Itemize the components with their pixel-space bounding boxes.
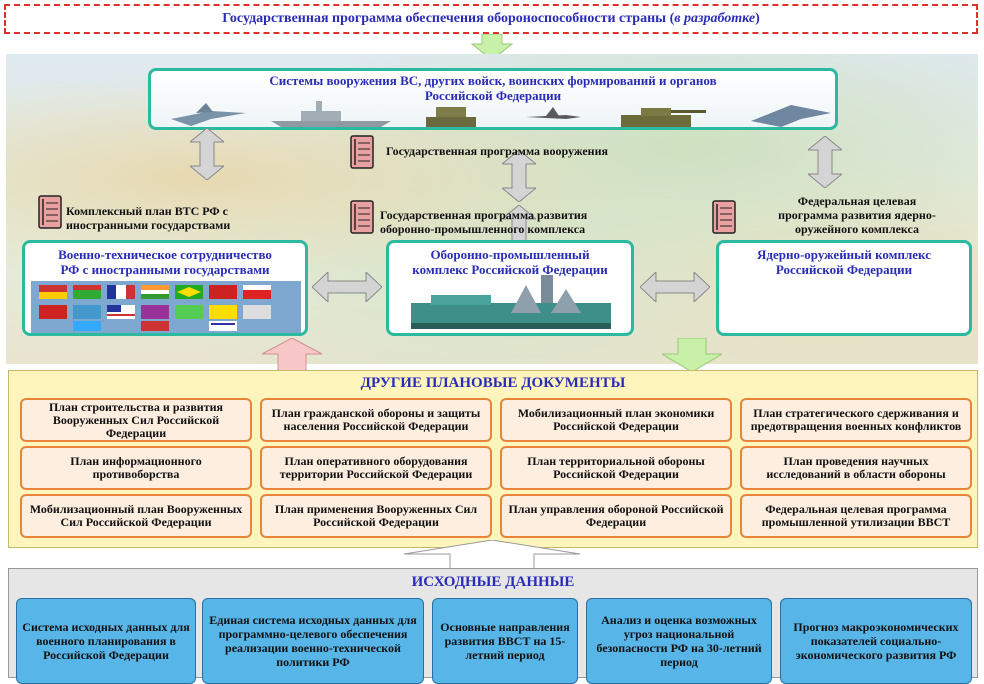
missile-system-icon	[426, 107, 476, 127]
vts-title-1: Военно-техническое сотрудничество	[58, 247, 272, 262]
white-up-arrow	[404, 540, 580, 570]
banner-italic: в разработке	[674, 11, 756, 26]
label-opk-program-1: Государственная программа развития	[380, 208, 588, 222]
label-vts-plan: Комплексный план ВТС РФ с иностранными г…	[66, 204, 230, 232]
plan-item: План информационного противоборства	[20, 446, 252, 490]
plan-item: План стратегического сдерживания и предо…	[740, 398, 972, 442]
book-icon	[38, 195, 62, 229]
green-down-arrow-mid	[662, 338, 722, 372]
book-icon	[350, 135, 374, 169]
label-vts-plan-1: Комплексный план ВТС РФ с	[66, 204, 228, 218]
fighter-icon	[751, 105, 831, 127]
program-banner: Государственная программа обеспечения об…	[4, 4, 978, 34]
weapons-title-1: Системы вооружения ВС, других войск, вои…	[269, 73, 717, 88]
label-opk-program-2: оборонно-промышленного комплекса	[380, 222, 586, 236]
book-icon	[350, 200, 374, 234]
plane-icon	[526, 107, 581, 119]
weapons-images	[171, 101, 831, 127]
nuclear-box: Ядерно-оружейный комплекс Российской Фед…	[716, 240, 972, 336]
plan-item: Мобилизационный план экономики Российско…	[500, 398, 732, 442]
flags-image	[31, 281, 301, 333]
arrow-opk-nuclear	[640, 272, 710, 302]
label-opk-program: Государственная программа развития оборо…	[380, 208, 587, 236]
input-item: Единая система исходных данных для прогр…	[202, 598, 424, 684]
factory-image	[411, 275, 611, 329]
arrow-vts-opk	[312, 272, 382, 302]
book-icon	[712, 200, 736, 234]
input-item: Анализ и оценка возможных угроз национал…	[586, 598, 772, 684]
label-fcp: Федеральная целевая программа развития я…	[742, 194, 972, 236]
input-item: Прогноз макроэкономических показателей с…	[780, 598, 972, 684]
plan-item: План территориальной обороны Российской …	[500, 446, 732, 490]
input-item: Система исходных данных для военного пла…	[16, 598, 196, 684]
banner-close: )	[755, 11, 760, 26]
arrow-weapons-nuclear	[808, 136, 842, 188]
nuclear-title-1: Ядерно-оружейный комплекс	[757, 247, 931, 262]
label-fcp-2: программа развития ядерно-	[778, 208, 936, 222]
plan-item: Федеральная целевая программа промышленн…	[740, 494, 972, 538]
weapons-title-2: Российской Федерации	[424, 88, 562, 103]
vts-title-2: РФ с иностранными государствами	[60, 262, 270, 277]
label-gpv: Государственная программа вооружения	[386, 144, 609, 158]
nuclear-title-2: Российской Федерации	[775, 262, 913, 277]
plan-item: План применения Вооруженных Сил Российск…	[260, 494, 492, 538]
pink-up-arrow	[262, 338, 322, 372]
input-data-title: ИСХОДНЫЕ ДАННЫЕ	[411, 574, 575, 590]
plan-item: План управления обороной Российской Феде…	[500, 494, 732, 538]
arrow-weapons-vts	[190, 128, 224, 180]
jet-icon	[171, 103, 246, 126]
plan-item: План оперативного оборудования территори…	[260, 446, 492, 490]
opk-title-2: комплекс Российской Федерации	[412, 262, 608, 277]
tank-icon	[621, 108, 706, 127]
opk-box: Оборонно-промышленный комплекс Российско…	[386, 240, 634, 336]
plan-item: План гражданской обороны и защиты населе…	[260, 398, 492, 442]
arrow-weapons-opk	[502, 150, 536, 202]
vts-box: Военно-техническое сотрудничество РФ с и…	[22, 240, 308, 336]
weapons-systems-box: Системы вооружения ВС, других войск, вои…	[148, 68, 838, 130]
plan-item: План строительства и развития Вооруженны…	[20, 398, 252, 442]
ship-icon	[271, 101, 391, 127]
plan-item: План проведения научных исследований в о…	[740, 446, 972, 490]
green-down-arrow-top	[470, 34, 514, 60]
label-fcp-3: оружейного комплекса	[795, 222, 919, 236]
label-fcp-1: Федеральная целевая	[797, 194, 917, 208]
plan-item: Мобилизационный план Вооруженных Сил Рос…	[20, 494, 252, 538]
opk-title-1: Оборонно-промышленный	[430, 247, 590, 262]
banner-text: Государственная программа обеспечения об…	[222, 11, 675, 26]
label-vts-plan-2: иностранными государствами	[66, 218, 231, 232]
input-item: Основные направления развития ВВСТ на 15…	[432, 598, 578, 684]
other-plans-title: ДРУГИЕ ПЛАНОВЫЕ ДОКУМЕНТЫ	[360, 375, 626, 391]
